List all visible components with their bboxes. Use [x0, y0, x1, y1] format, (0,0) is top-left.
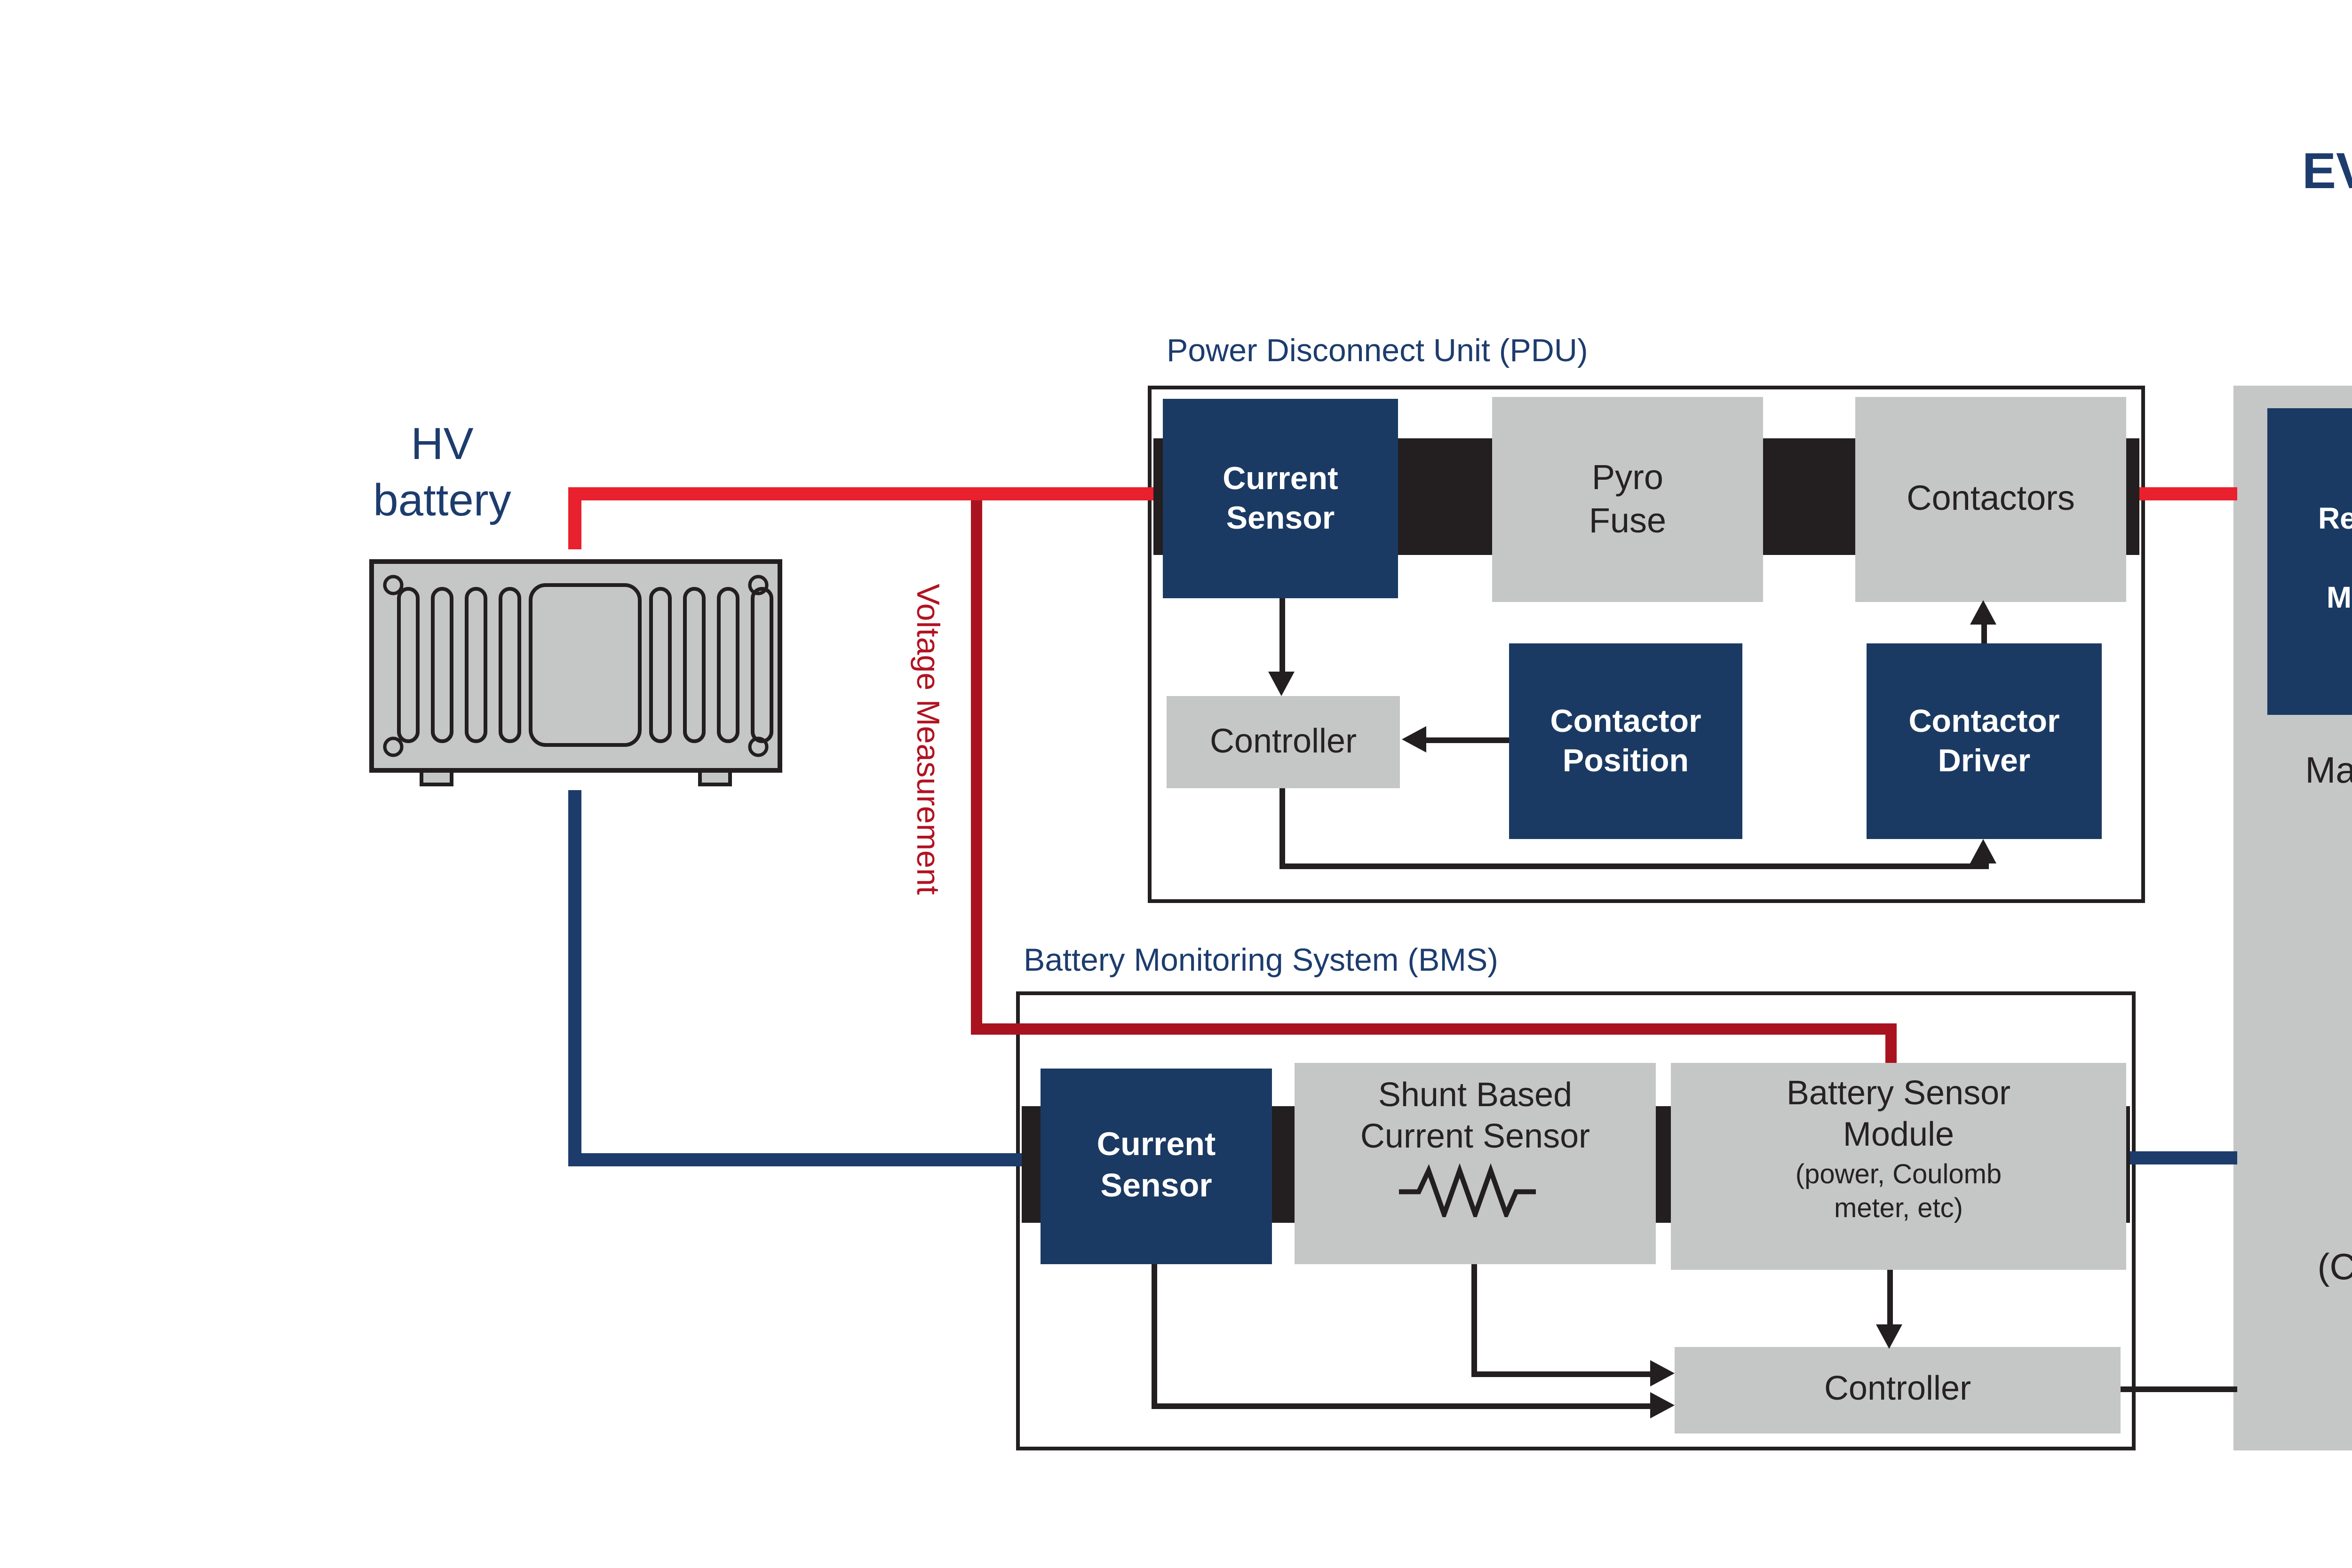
hv-negative-line-to-bms	[568, 1153, 1022, 1166]
bms-cs-to-controller-line-v	[1152, 1264, 1157, 1409]
dcdc-regulator-label: DC/DC Regulator ICs and Multi-Output PMI…	[2318, 505, 2352, 615]
pdu-current-sensor-label: Current Sensor	[1223, 460, 1338, 536]
pdu-title: Power Disconnect Unit (PDU)	[1167, 333, 1588, 369]
arrow-down-icon	[1876, 1324, 1902, 1349]
contactor-position-to-controller-line	[1424, 737, 1509, 743]
bms-controller-label: Controller	[1824, 1370, 1971, 1408]
bms-controller-to-management-line	[2121, 1386, 2237, 1392]
dcdc-regulator-box: DC/DC Regulator ICs and Multi-Output PMI…	[2267, 408, 2352, 715]
bms-current-sensor-label: Current Sensor	[1097, 1125, 1216, 1204]
voltage-measurement-label: Voltage Measurement	[910, 584, 946, 895]
bms-title: Battery Monitoring System (BMS)	[1024, 942, 1498, 978]
pdu-frame	[1148, 386, 2145, 903]
shunt-sensor-box: Shunt Based Current Sensor	[1295, 1063, 1656, 1264]
contactor-driver-box: Contactor Driver	[1867, 643, 2102, 839]
contactor-position-label: Contactor Position	[1550, 703, 1701, 779]
pdu-controller-box: Controller	[1167, 696, 1400, 788]
bsm-to-controller-line	[1887, 1270, 1893, 1326]
arrow-right-icon	[1650, 1360, 1675, 1386]
ev-loads-label: EV Loads	[2302, 143, 2352, 199]
voltage-measurement-line-vertical	[971, 493, 982, 1035]
arrow-left-icon	[1402, 726, 1426, 752]
contactor-driver-to-contactors-line	[1981, 623, 1987, 643]
pdu-controller-label: Controller	[1209, 721, 1357, 760]
pdu-current-sensor-box: Current Sensor	[1163, 399, 1398, 598]
battery-sensor-module-box: Battery Sensor Module (power, Coulomb me…	[1671, 1063, 2126, 1270]
pdu-controller-feedback-line-v1	[1279, 788, 1285, 869]
contactors-label: Contactors	[1907, 478, 2075, 518]
arrow-up-icon	[1970, 600, 1996, 625]
hv-positive-line-pdu-to-management	[2139, 487, 2237, 500]
management-system-label: Management System	[2305, 751, 2352, 839]
hv-positive-line-to-pdu	[568, 487, 1153, 500]
battery-sensor-module-sublabel: (power, Coulomb meter, etc)	[1795, 1161, 2002, 1226]
voltage-measurement-line-drop	[1885, 1023, 1897, 1067]
contactor-driver-label: Contactor Driver	[1908, 703, 2060, 779]
contactor-position-box: Contactor Position	[1509, 643, 1742, 839]
hv-battery-label: HV battery	[373, 420, 511, 527]
arrow-down-icon	[1268, 672, 1295, 696]
bms-controller-box: Controller	[1675, 1347, 2121, 1433]
resistor-icon	[1399, 1164, 1536, 1222]
pdu-controller-feedback-line-h	[1279, 863, 1989, 869]
hv-battery-graphic	[369, 559, 782, 786]
pyro-fuse-box: Pyro Fuse	[1492, 397, 1763, 602]
hv-negative-line-bms-to-management	[2130, 1151, 2237, 1164]
shunt-sensor-label: Shunt Based Current Sensor	[1360, 1076, 1590, 1155]
hv-negative-line-vertical	[568, 790, 581, 1166]
arrow-up-icon	[1970, 839, 1996, 863]
bms-current-sensor-box: Current Sensor	[1041, 1069, 1272, 1264]
shunt-to-controller-line-v	[1471, 1264, 1477, 1377]
contactors-box: Contactors	[1855, 397, 2126, 602]
arrow-right-icon	[1650, 1392, 1675, 1418]
pdu-cs-to-controller-line	[1279, 598, 1285, 675]
voltage-measurement-line-horizontal	[971, 1023, 1897, 1035]
bms-cs-to-controller-line-h	[1152, 1403, 1652, 1409]
bms-frame	[1016, 991, 2136, 1450]
can-lin-label: (CAN / LIN)	[2317, 1247, 2352, 1289]
battery-sensor-module-label: Battery Sensor Module	[1786, 1074, 2011, 1153]
pyro-fuse-label: Pyro Fuse	[1589, 458, 1667, 539]
shunt-to-controller-line-h	[1471, 1371, 1652, 1377]
